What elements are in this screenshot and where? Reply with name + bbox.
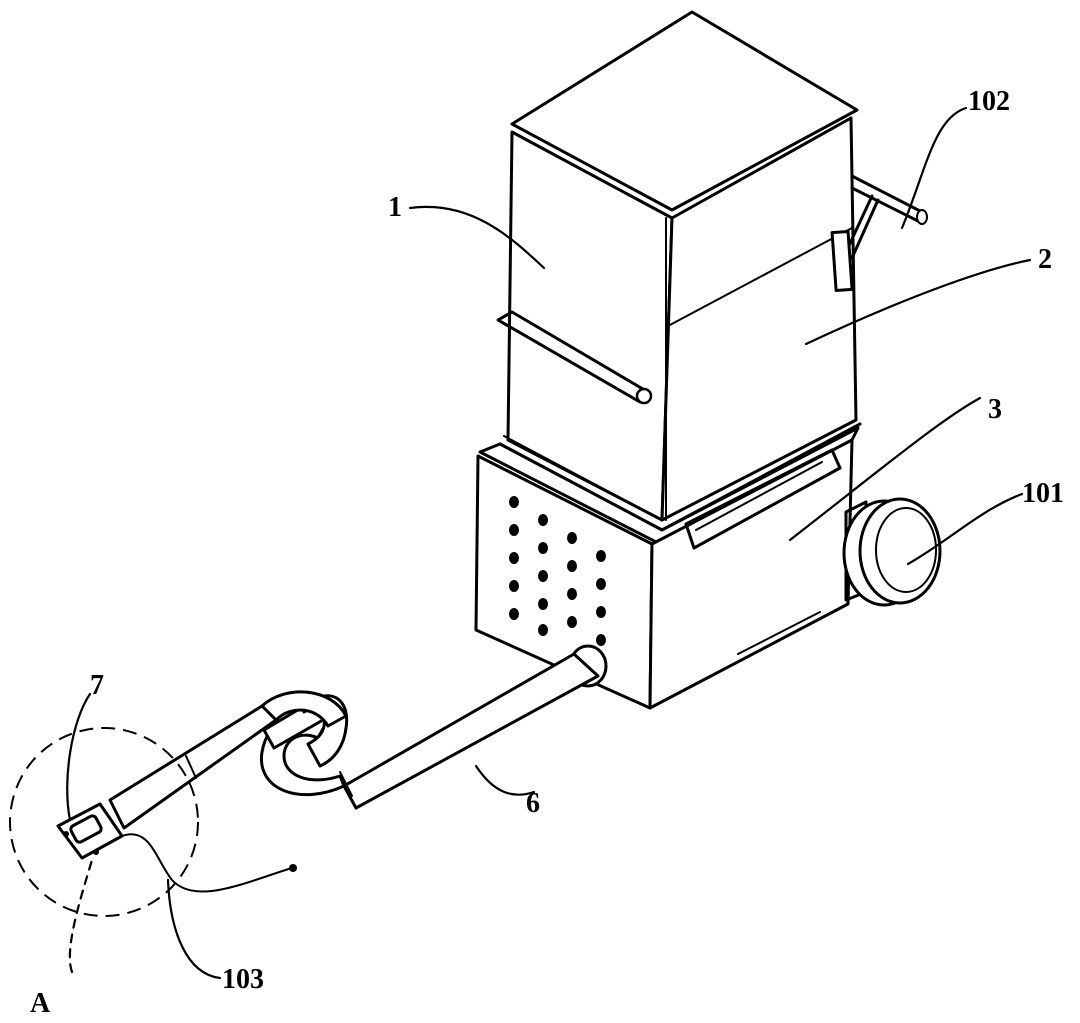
leader-102 <box>900 106 968 230</box>
detail-circle-a <box>9 727 199 917</box>
leader-6 <box>474 764 536 796</box>
fan-housing-front <box>858 497 942 605</box>
rear-handle-end <box>916 209 928 225</box>
hose-joint-2 <box>185 755 197 779</box>
base-box <box>474 426 860 710</box>
leader-1 <box>408 205 546 270</box>
label-2: 2 <box>1038 244 1052 275</box>
hose-bend-3 <box>260 690 348 728</box>
hose <box>108 644 608 830</box>
left-handle-knob <box>635 387 653 405</box>
cabinet-top-face <box>510 10 859 212</box>
nozzle <box>56 802 297 893</box>
label-6: 6 <box>526 788 540 819</box>
hose-joint-1 <box>339 771 353 797</box>
label-7: 7 <box>90 670 104 701</box>
nozzle-opening <box>69 814 103 844</box>
leader-lines <box>66 106 1032 980</box>
label-1: 1 <box>388 192 402 223</box>
leader-103 <box>166 878 222 980</box>
cable-end <box>289 864 297 872</box>
vent-holes <box>509 496 606 646</box>
hose-segment-3 <box>108 704 278 830</box>
upper-cabinet <box>496 10 862 532</box>
label-a: A <box>30 988 51 1019</box>
label-103: 103 <box>222 964 264 995</box>
leader-7 <box>66 692 92 822</box>
label-102: 102 <box>968 86 1010 117</box>
fan-unit <box>842 497 942 607</box>
base-slot <box>737 611 821 655</box>
rear-handle <box>830 174 928 292</box>
cabinet-seam <box>667 227 853 327</box>
leader-a <box>68 858 94 974</box>
cable <box>121 833 293 893</box>
base-bracket <box>684 448 842 550</box>
leader-2 <box>804 258 1032 346</box>
fan-cover-ring <box>875 507 937 593</box>
label-3: 3 <box>988 394 1002 425</box>
label-101: 101 <box>1022 478 1064 509</box>
base-bracket-rail <box>695 461 823 531</box>
hose-segment-1 <box>342 652 600 810</box>
rear-handle-bracket <box>830 230 854 292</box>
leader-101 <box>906 492 1024 566</box>
leader-3 <box>788 396 982 542</box>
cabinet-bottom-line <box>503 435 663 521</box>
